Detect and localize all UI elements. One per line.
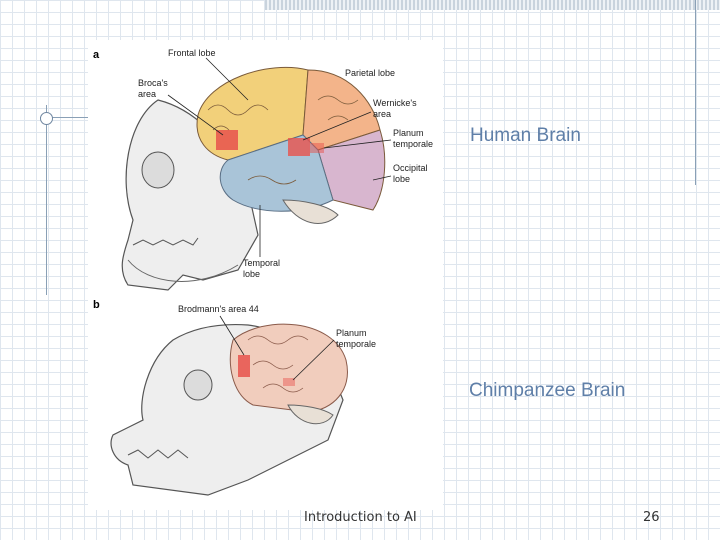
- decorative-circle-icon: [40, 112, 53, 125]
- chimp-brain: [229, 323, 348, 413]
- wernicke-area: [288, 138, 310, 156]
- top-decorative-band: [265, 0, 720, 10]
- label-wernicke-line1: Wernicke's: [373, 98, 417, 108]
- label-brodmanns-area-44: Brodmann's area 44: [178, 304, 259, 314]
- label-wernicke-line2: area: [373, 109, 391, 119]
- label-chimp-planum-line1: Planum: [336, 328, 367, 338]
- occipital-lobe: [317, 129, 386, 211]
- chimp-gyri: [247, 335, 309, 393]
- left-decorative-line: [46, 105, 47, 295]
- chimp-cerebellum: [287, 404, 334, 425]
- page-number: 26: [643, 510, 660, 525]
- label-temporal-line2: lobe: [243, 269, 260, 279]
- brain-figure: a Frontal lobe Parietal lobe Broca's are…: [88, 40, 443, 510]
- panel-a-leader-lines: [167, 57, 392, 257]
- chimp-teeth: [127, 449, 189, 459]
- chimp-eye-socket: [183, 369, 213, 401]
- planum-temporale-chimp: [283, 378, 295, 386]
- label-occipital-line1: Occipital: [393, 163, 428, 173]
- left-decorative-rule: [40, 117, 95, 118]
- caption-chimpanzee-brain: Chimpanzee Brain: [469, 380, 626, 401]
- cerebellum: [282, 199, 339, 224]
- brodmann-area-44: [238, 355, 250, 377]
- label-broca-line2: area: [138, 89, 156, 99]
- caption-human-brain: Human Brain: [470, 125, 581, 146]
- panel-b-leader-lines: [219, 315, 335, 381]
- human-gyri: [207, 95, 359, 185]
- panel-a-label: a: [93, 49, 100, 61]
- human-jaw: [127, 259, 239, 282]
- right-decorative-line: [695, 0, 696, 185]
- brocas-area: [216, 130, 238, 150]
- label-planum-line2: temporale: [393, 139, 433, 149]
- planum-temporale-human: [310, 143, 324, 153]
- label-temporal-line1: Temporal: [243, 258, 280, 268]
- human-teeth: [132, 237, 199, 246]
- label-planum-line1: Planum: [393, 128, 424, 138]
- brain-illustration: a Frontal lobe Parietal lobe Broca's are…: [93, 48, 433, 496]
- panel-b-label: b: [93, 299, 100, 311]
- label-frontal-lobe: Frontal lobe: [168, 48, 216, 58]
- label-occipital-line2: lobe: [393, 174, 410, 184]
- footer-title: Introduction to AI: [304, 510, 417, 525]
- label-chimp-planum-line2: temporale: [336, 339, 376, 349]
- label-broca-line1: Broca's: [138, 78, 168, 88]
- label-parietal-lobe: Parietal lobe: [345, 68, 395, 78]
- human-eye-socket: [141, 151, 175, 189]
